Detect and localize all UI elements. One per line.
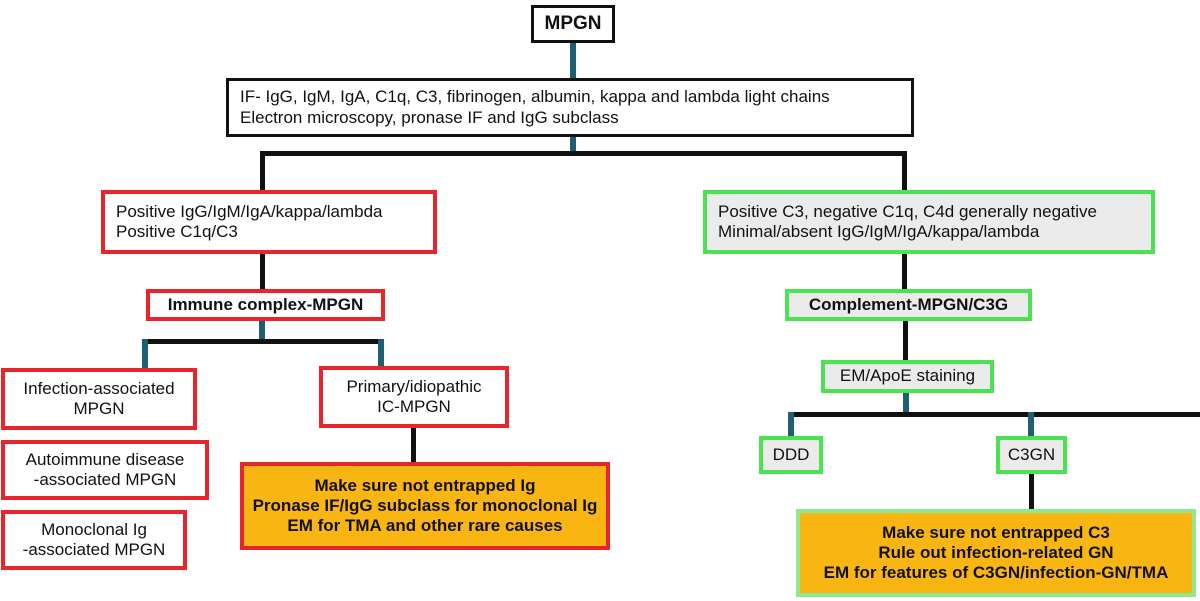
node-immune-complex-mpgn-label: Immune complex-MPGN — [167, 294, 364, 314]
node-left-caution[interactable]: Make sure not entrapped Ig Pronase IF/Ig… — [240, 462, 610, 550]
connector-em-split-left-drop — [788, 412, 794, 436]
node-c3gn[interactable]: C3GN — [996, 436, 1067, 474]
node-right-caution-line-3: EM for features of C3GN/infection-GN/TMA — [823, 563, 1169, 583]
node-right-criteria[interactable]: Positive C3, negative C1q, C4d generally… — [703, 190, 1155, 254]
node-right-caution-line-2: Rule out infection-related GN — [878, 542, 1114, 562]
node-infection-associated-mpgn-line-1: Infection-associated — [23, 378, 175, 398]
connector-main-split-bus — [260, 151, 907, 156]
node-right-caution[interactable]: Make sure not entrapped C3 Rule out infe… — [796, 509, 1196, 597]
node-monoclonal-associated-mpgn-line-1: Monoclonal Ig — [41, 519, 147, 539]
node-primary-idiopathic-ic-mpgn-line-1: Primary/idiopathic — [346, 376, 482, 396]
connector-primary-to-caution — [411, 428, 416, 463]
node-infection-associated-mpgn[interactable]: Infection-associated MPGN — [1, 368, 197, 430]
node-complement-mpgn-c3g-label: Complement-MPGN/C3G — [808, 294, 1009, 314]
node-left-criteria-line-1: Positive IgG/IgM/IgA/kappa/lambda — [116, 201, 383, 221]
connector-em-down — [903, 392, 909, 414]
connector-root-to-workup — [570, 42, 576, 80]
connector-complement-to-em — [903, 320, 908, 360]
node-primary-idiopathic-ic-mpgn[interactable]: Primary/idiopathic IC-MPGN — [319, 366, 509, 428]
node-left-caution-line-3: EM for TMA and other rare causes — [287, 516, 563, 536]
connector-em-split-bus — [788, 412, 1200, 417]
node-workup[interactable]: IF- IgG, IgM, IgA, C1q, C3, fibrinogen, … — [226, 78, 914, 137]
connector-ic-split-bus — [142, 339, 384, 344]
node-left-criteria-line-2: Positive C1q/C3 — [116, 222, 238, 241]
connector-ic-split-left-drop — [142, 339, 148, 369]
node-workup-line-1: IF- IgG, IgM, IgA, C1q, C3, fibrinogen, … — [240, 87, 830, 107]
connector-ic-down — [259, 320, 265, 341]
node-left-caution-line-1: Make sure not entrapped Ig — [314, 475, 536, 495]
connector-em-split-right-drop — [1028, 412, 1034, 436]
node-infection-associated-mpgn-line-2: MPGN — [73, 399, 125, 418]
node-complement-mpgn-c3g[interactable]: Complement-MPGN/C3G — [785, 289, 1032, 321]
node-right-caution-line-1: Make sure not entrapped C3 — [882, 522, 1110, 542]
connector-right-criteria-to-diagnosis — [902, 254, 907, 290]
connector-c3gn-to-caution — [1029, 474, 1034, 510]
node-monoclonal-associated-mpgn[interactable]: Monoclonal Ig -associated MPGN — [1, 510, 187, 570]
node-c3gn-label: C3GN — [1007, 444, 1056, 464]
node-right-criteria-line-2: Minimal/absent IgG/IgM/IgA/kappa/lambda — [718, 222, 1040, 241]
node-mpgn-root[interactable]: MPGN — [531, 5, 615, 43]
node-left-caution-line-2: Pronase IF/IgG subclass for monoclonal I… — [252, 495, 598, 515]
connector-left-criteria-to-diagnosis — [260, 254, 265, 290]
node-primary-idiopathic-ic-mpgn-line-2: IC-MPGN — [377, 397, 451, 416]
connector-split-left-drop — [260, 151, 265, 190]
node-em-apoe-staining-label: EM/ApoE staining — [839, 366, 976, 386]
node-workup-line-2: Electron microscopy, pronase IF and IgG … — [240, 107, 619, 127]
node-ddd-label: DDD — [772, 444, 810, 464]
node-ddd[interactable]: DDD — [759, 436, 823, 474]
node-autoimmune-associated-mpgn[interactable]: Autoimmune disease -associated MPGN — [1, 440, 209, 500]
node-left-criteria[interactable]: Positive IgG/IgM/IgA/kappa/lambda Positi… — [101, 190, 437, 254]
connector-ic-split-right-drop — [378, 339, 384, 369]
node-autoimmune-associated-mpgn-line-1: Autoimmune disease — [25, 449, 185, 469]
connector-split-right-drop — [902, 151, 907, 190]
node-monoclonal-associated-mpgn-line-2: -associated MPGN — [22, 540, 166, 559]
node-em-apoe-staining[interactable]: EM/ApoE staining — [821, 360, 994, 393]
node-mpgn-root-label: MPGN — [544, 12, 602, 34]
node-right-criteria-line-1: Positive C3, negative C1q, C4d generally… — [718, 201, 1097, 221]
node-autoimmune-associated-mpgn-line-2: -associated MPGN — [33, 470, 177, 489]
connector-workup-down — [570, 136, 576, 153]
node-immune-complex-mpgn[interactable]: Immune complex-MPGN — [146, 289, 385, 321]
